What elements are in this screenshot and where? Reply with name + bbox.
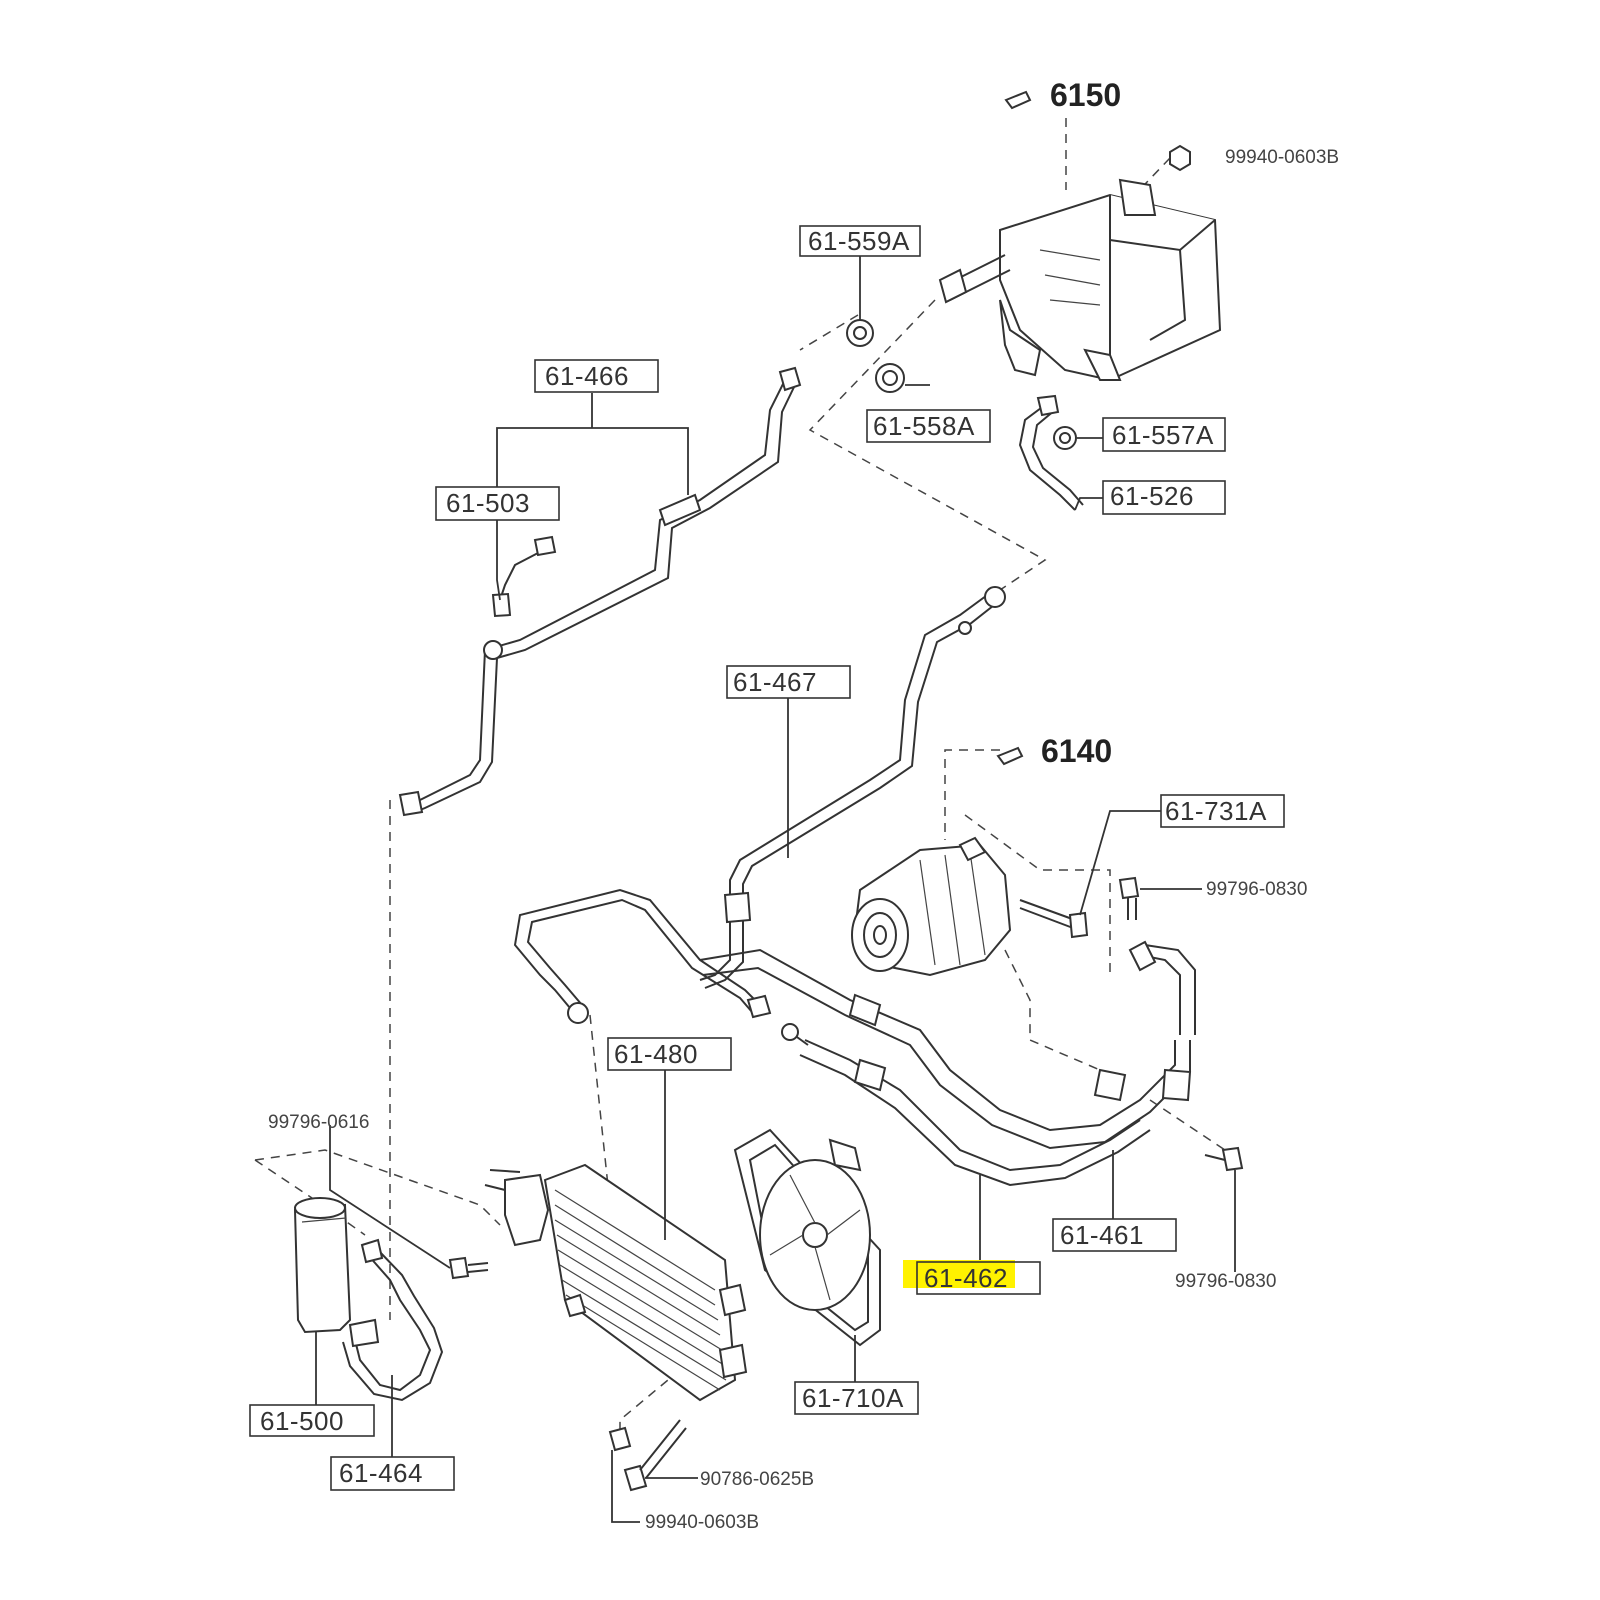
svg-text:99940-0603B: 99940-0603B [1225, 147, 1339, 168]
svg-text:61-731A: 61-731A [1165, 796, 1267, 826]
pressure-switch-61-503 [491, 535, 557, 618]
part-label-61-500[interactable]: 61-500 [249, 1404, 375, 1437]
hardware-99796-0616[interactable]: 99796-0616 [268, 1112, 369, 1133]
part-label-61-503[interactable]: 61-503 [435, 486, 560, 521]
callout-6150[interactable]: 6150 [1004, 77, 1121, 113]
svg-text:99940-0603B: 99940-0603B [645, 1512, 759, 1533]
bolts-condenser [448, 1256, 687, 1492]
part-label-61-480[interactable]: 61-480 [607, 1037, 732, 1071]
part-label-61-559a[interactable]: 61-559A [799, 225, 921, 257]
svg-text:61-557A: 61-557A [1112, 420, 1214, 450]
assembly-number-6150: 6150 [1050, 77, 1121, 113]
hardware-99796-0830-upper[interactable]: 99796-0830 [1206, 879, 1307, 900]
svg-text:61-480: 61-480 [614, 1039, 698, 1069]
nut-99940-top [1169, 144, 1191, 172]
condenser-61-480 [484, 1163, 748, 1402]
svg-text:61-710A: 61-710A [802, 1383, 904, 1413]
assembly-number-6140: 6140 [1041, 733, 1112, 769]
svg-text:90786-0625B: 90786-0625B [700, 1469, 814, 1490]
part-label-61-467[interactable]: 61-467 [726, 665, 851, 699]
leader-lines [315, 255, 1236, 1523]
svg-text:99796-0830: 99796-0830 [1206, 879, 1307, 900]
dashed-reference-lines [254, 118, 1226, 1445]
svg-text:61-467: 61-467 [733, 667, 817, 697]
svg-text:61-466: 61-466 [545, 361, 629, 391]
svg-text:61-558A: 61-558A [873, 411, 975, 441]
part-label-61-731a[interactable]: 61-731A [1160, 794, 1285, 828]
part-label-61-461[interactable]: 61-461 [1052, 1218, 1177, 1252]
compressor-unit [851, 836, 1012, 977]
callout-6140[interactable]: 6140 [996, 733, 1112, 769]
hoses-61-461-61-462 [699, 940, 1196, 1187]
svg-text:61-500: 61-500 [260, 1406, 344, 1436]
hardware-99940-0603b-bottom[interactable]: 99940-0603B [645, 1512, 759, 1533]
bolts-compressor [1019, 876, 1244, 1172]
reference-arrow-icon [1004, 90, 1032, 110]
svg-text:61-526: 61-526 [1110, 481, 1194, 511]
pipe-condenser-inlet [513, 888, 772, 1024]
part-label-61-464[interactable]: 61-464 [330, 1456, 455, 1491]
reference-arrow-icon [996, 746, 1024, 766]
hose-61-526 [1018, 394, 1084, 511]
svg-text:61-559A: 61-559A [808, 226, 910, 256]
part-label-61-558a[interactable]: 61-558A [866, 409, 991, 443]
condenser-fan-61-710a [733, 1128, 881, 1347]
svg-text:99796-0616: 99796-0616 [268, 1112, 369, 1133]
part-label-61-710a[interactable]: 61-710A [794, 1381, 919, 1415]
part-label-61-526[interactable]: 61-526 [1102, 480, 1226, 515]
pipe-61-467 [699, 586, 1006, 989]
fittings-upper [846, 144, 1191, 450]
pipe-61-464 [342, 1238, 444, 1402]
svg-text:61-462: 61-462 [924, 1263, 1008, 1293]
part-label-61-557a[interactable]: 61-557A [1102, 417, 1226, 452]
receiver-drier-61-500 [293, 1197, 352, 1334]
svg-text:61-464: 61-464 [339, 1458, 423, 1488]
svg-text:61-461: 61-461 [1060, 1220, 1144, 1250]
pipe-61-466 [398, 366, 802, 817]
highlight-marker [903, 1260, 1015, 1288]
evaporator-unit [938, 178, 1222, 382]
part-label-61-462-highlighted[interactable]: 61-462 [903, 1260, 1041, 1295]
svg-text:99796-0830: 99796-0830 [1175, 1271, 1276, 1292]
part-label-61-466[interactable]: 61-466 [534, 359, 659, 393]
hardware-99796-0830-lower[interactable]: 99796-0830 [1175, 1271, 1276, 1292]
hardware-99940-0603b-top[interactable]: 99940-0603B [1225, 147, 1339, 168]
hardware-90786-0625b[interactable]: 90786-0625B [700, 1469, 814, 1490]
svg-text:61-503: 61-503 [446, 488, 530, 518]
